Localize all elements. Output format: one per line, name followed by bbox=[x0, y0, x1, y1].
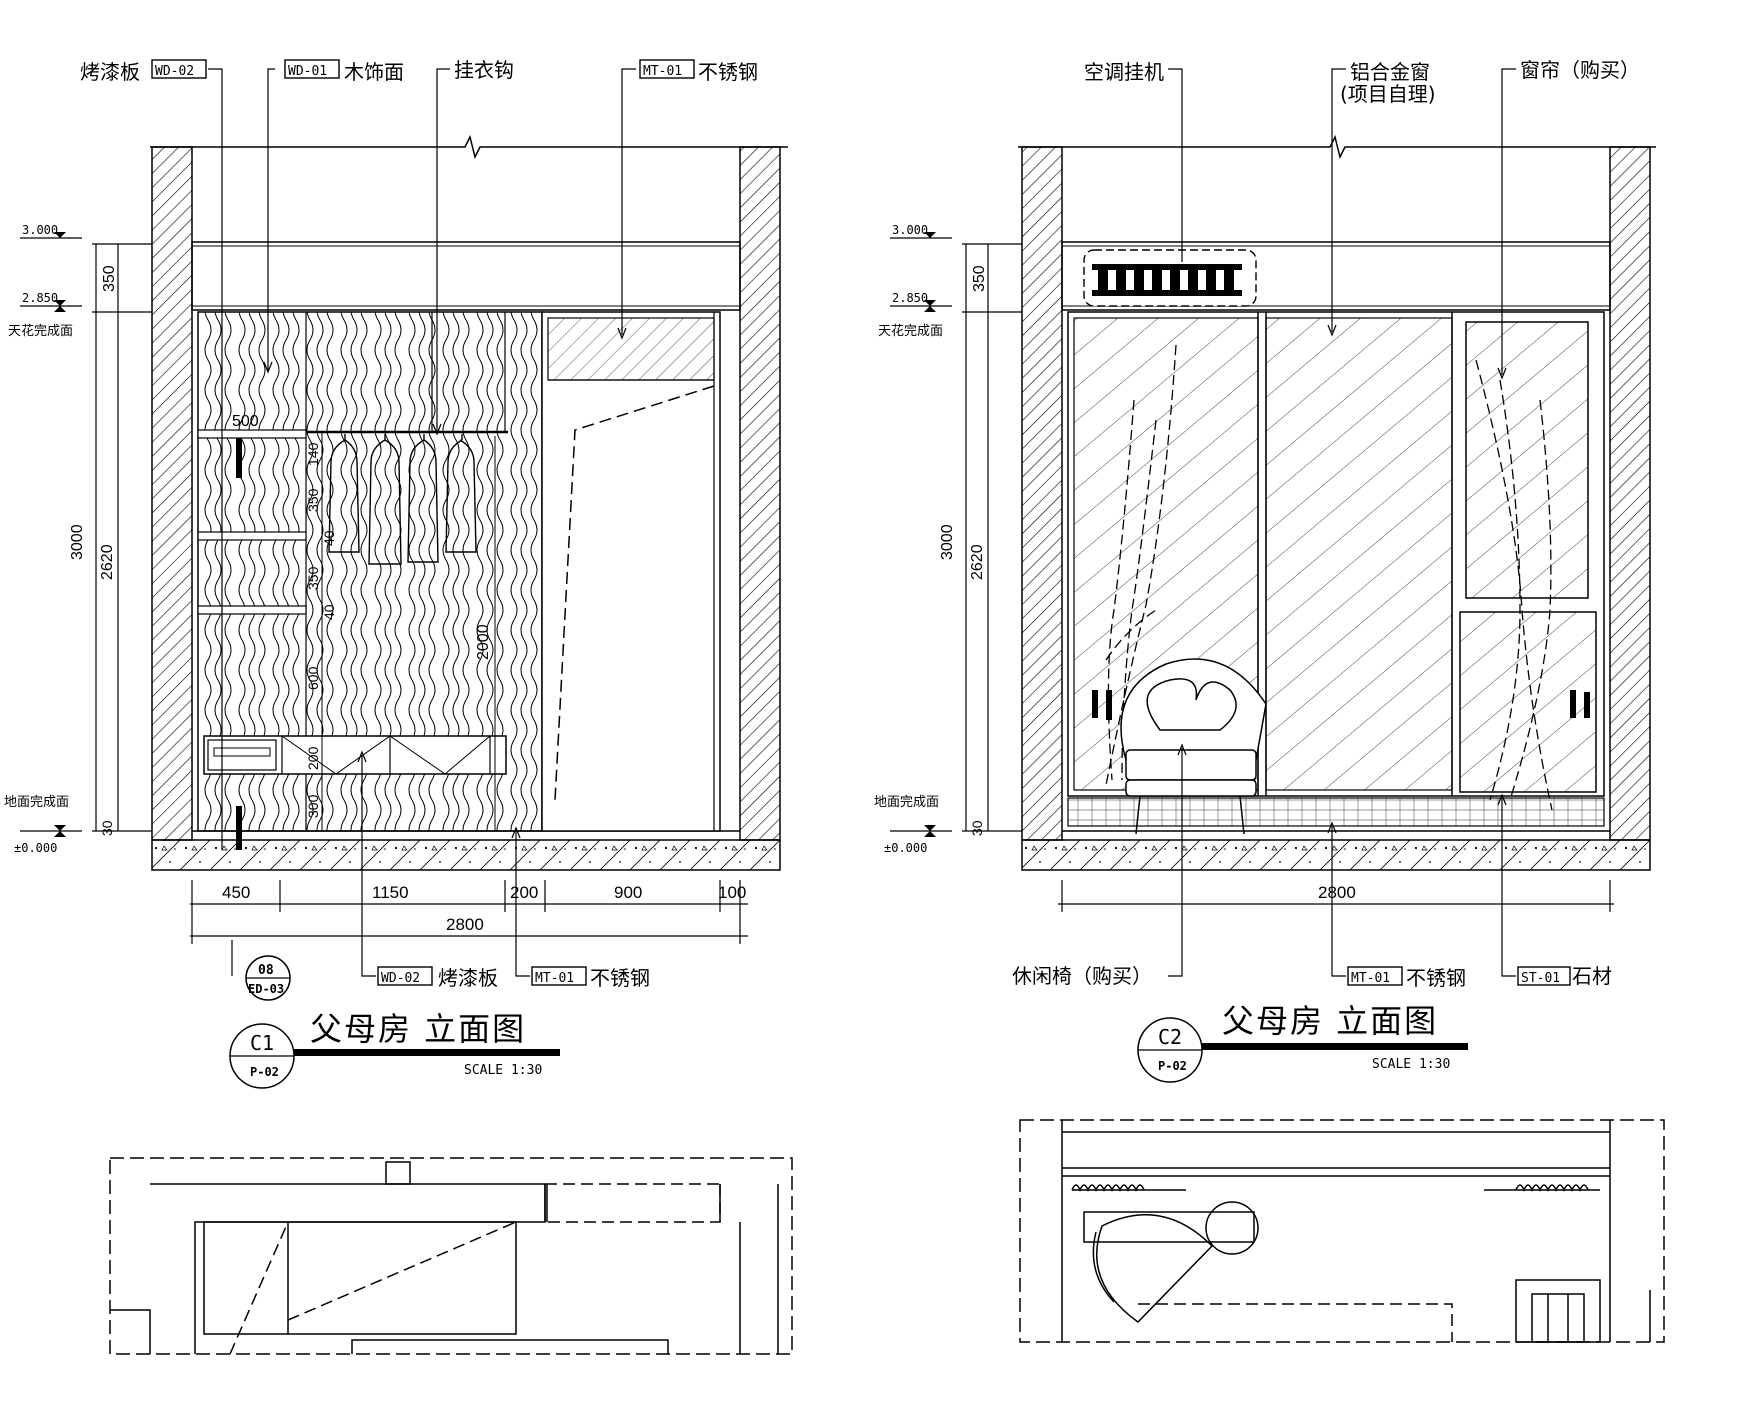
dim-350a: 350 bbox=[305, 488, 321, 512]
label-steel-top: 不锈钢 bbox=[698, 60, 758, 84]
dim-200: 200 bbox=[305, 746, 321, 770]
tag-wd02-top: WD-02 bbox=[155, 64, 194, 79]
dim-500: 500 bbox=[232, 413, 259, 430]
label-steel: 不锈钢 bbox=[1406, 966, 1466, 990]
detail-ref-bottom: ED-03 bbox=[248, 982, 284, 996]
curtain-tassels bbox=[1092, 690, 1590, 720]
right-wall bbox=[1609, 146, 1651, 841]
dim-200-bottom: 200 bbox=[510, 883, 538, 902]
steel-cabinet bbox=[541, 311, 721, 832]
title-scale: SCALE 1:30 bbox=[1372, 1057, 1450, 1072]
tag-wd01: WD-01 bbox=[288, 64, 327, 79]
title-name: 父母房 立面图 bbox=[1222, 1002, 1438, 1040]
title-sheet: P-02 bbox=[1158, 1059, 1187, 1073]
label-stone: 石材 bbox=[1572, 964, 1612, 988]
label-window-line1: 铝合金窗 bbox=[1350, 60, 1430, 84]
lounge-chair bbox=[1120, 658, 1267, 835]
floor-slab bbox=[151, 839, 781, 871]
ceiling-bulkhead bbox=[1061, 241, 1611, 311]
dim-2800: 2800 bbox=[446, 915, 484, 934]
title-name: 父母房 立面图 bbox=[310, 1010, 526, 1048]
level-floor-label: 地面完成面 bbox=[874, 795, 939, 810]
aluminum-window bbox=[1067, 311, 1605, 797]
title-scale: SCALE 1:30 bbox=[464, 1063, 542, 1078]
label-wood-face: 木饰面 bbox=[344, 60, 404, 84]
dim-3000: 3000 bbox=[69, 524, 86, 560]
label-steel-bottom: 不锈钢 bbox=[590, 966, 650, 990]
elevation-c1: 烤漆板 WD-02 WD-01 木饰面 挂衣钩 MT-01 不锈钢 3.000 … bbox=[4, 58, 793, 1355]
plan-c2 bbox=[1019, 1119, 1665, 1343]
dim-2620: 2620 bbox=[969, 544, 986, 580]
level-zero: ±0.000 bbox=[14, 841, 57, 855]
tag-mt01-top: MT-01 bbox=[643, 64, 682, 79]
label-chair: 休闲椅（购买） bbox=[1012, 964, 1152, 988]
dim-40b: 40 bbox=[321, 604, 337, 620]
label-curtain: 窗帘（购买） bbox=[1520, 58, 1640, 82]
dim-300: 300 bbox=[305, 794, 321, 818]
label-hook: 挂衣钩 bbox=[454, 58, 514, 82]
dim-350b: 350 bbox=[305, 566, 321, 590]
hanging-clothes bbox=[328, 434, 477, 565]
level-top: 3.000 bbox=[892, 223, 928, 237]
left-wall bbox=[151, 146, 193, 841]
plan-c1 bbox=[109, 1157, 793, 1355]
dim-350: 350 bbox=[971, 265, 988, 292]
dim-350: 350 bbox=[101, 265, 118, 292]
level-floor-label: 地面完成面 bbox=[4, 795, 69, 810]
level-zero: ±0.000 bbox=[884, 841, 927, 855]
tag-mt01-bottom: MT-01 bbox=[535, 971, 574, 986]
dim-450: 450 bbox=[222, 883, 250, 902]
tag-mt01: MT-01 bbox=[1351, 971, 1390, 986]
level-ceiling-label: 天花完成面 bbox=[8, 323, 73, 339]
detail-ref-top: 08 bbox=[258, 963, 274, 978]
tag-wd02-bottom: WD-02 bbox=[381, 971, 420, 986]
tag-st01: ST-01 bbox=[1521, 971, 1560, 986]
level-ceiling-label: 天花完成面 bbox=[878, 323, 943, 339]
left-wall bbox=[1021, 146, 1063, 841]
dim-100: 100 bbox=[718, 883, 746, 902]
dim-1150: 1150 bbox=[372, 883, 409, 902]
level-top: 3.000 bbox=[22, 223, 58, 237]
label-paint-board: 烤漆板 bbox=[80, 60, 140, 84]
dim-30: 30 bbox=[99, 820, 115, 836]
title-sheet: P-02 bbox=[250, 1065, 279, 1079]
dim-40a: 40 bbox=[321, 530, 337, 546]
ceiling-bulkhead bbox=[191, 241, 741, 311]
ac-vents bbox=[1092, 264, 1242, 296]
right-wall bbox=[739, 146, 781, 841]
floor-slab bbox=[1021, 839, 1651, 871]
dim-30: 30 bbox=[969, 820, 985, 836]
label-ac: 空调挂机 bbox=[1084, 60, 1164, 84]
dim-600: 600 bbox=[305, 666, 321, 690]
title-code: C2 bbox=[1158, 1025, 1182, 1049]
level-ceiling: 2.850 bbox=[892, 291, 928, 305]
label-paint-board-bottom: 烤漆板 bbox=[438, 966, 498, 990]
dim-2620: 2620 bbox=[99, 544, 116, 580]
dim-140: 140 bbox=[305, 442, 321, 466]
title-code: C1 bbox=[250, 1031, 274, 1055]
elevation-c2: 空调挂机 铝合金窗 (项目自理) 窗帘（购买） 3.000 2.850 天花完成… bbox=[874, 58, 1665, 1343]
level-ceiling: 2.850 bbox=[22, 291, 58, 305]
dim-3000: 3000 bbox=[939, 524, 956, 560]
dim-2000: 2000 bbox=[475, 624, 492, 660]
drawer-unit bbox=[203, 735, 507, 775]
label-window-line2: (项目自理) bbox=[1340, 82, 1436, 106]
dim-2800: 2800 bbox=[1318, 883, 1356, 902]
dim-900: 900 bbox=[614, 883, 642, 902]
